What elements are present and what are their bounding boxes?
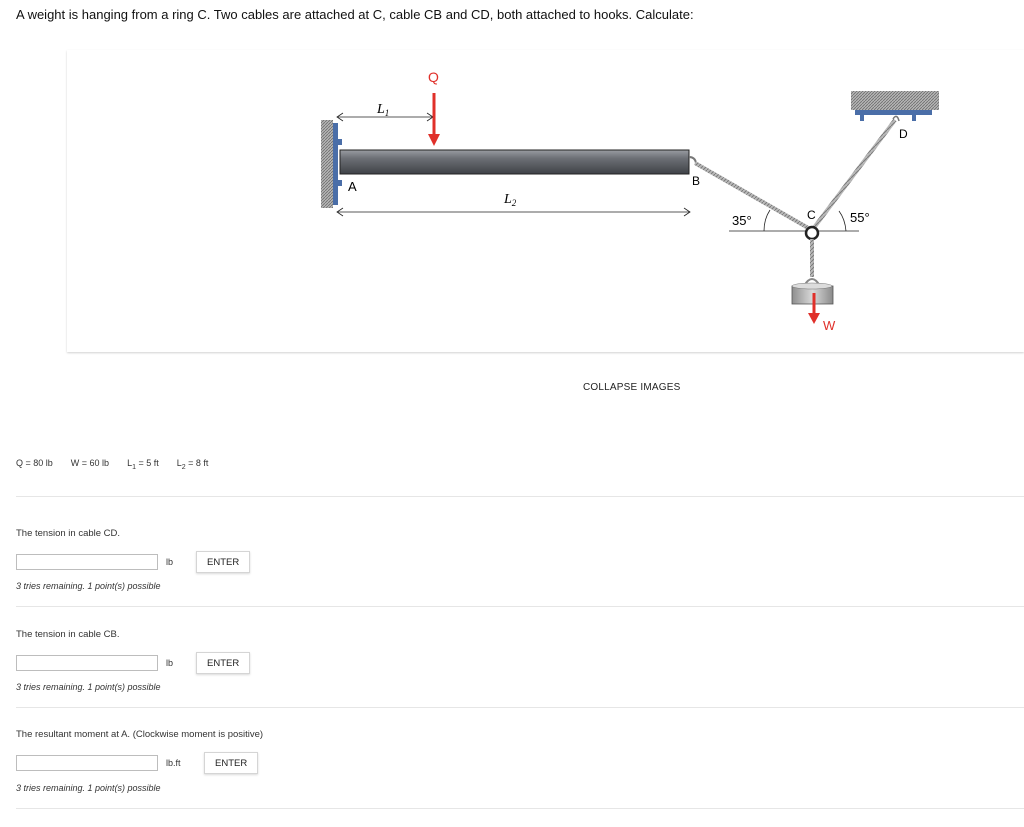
enter-button-tension-cb[interactable]: ENTER [196,652,251,674]
point-label-d: D [899,127,908,141]
dimension-label-l2: L2 [503,192,517,208]
question-tension-cb: The tension in cable CB. [16,629,120,640]
enter-button-moment-a[interactable]: ENTER [204,752,259,774]
angle-label-35: 35° [732,213,752,228]
point-label-c: C [807,208,816,222]
answer-row-tension-cb: lb ENTER [16,652,251,674]
force-label-w: W [823,318,836,333]
beam [339,149,690,175]
beam-cable-diagram: L1 Q A L2 B D 35° 55° C [321,69,939,333]
question-tension-cd: The tension in cable CD. [16,528,121,539]
wall-plate [333,123,338,205]
unit-label: lb [166,557,174,567]
point-label-b: B [692,174,700,188]
tries-remaining: 3 tries remaining. 1 point(s) possible [16,581,161,591]
problem-statement: A weight is hanging from a ring C. Two c… [16,7,694,22]
answer-row-tension-cd: lb ENTER [16,551,251,573]
tries-remaining: 3 tries remaining. 1 point(s) possible [16,682,161,692]
answer-input-moment-a[interactable] [16,755,158,771]
ceiling-support [851,91,939,110]
given-l1: L1 = 5 ft [127,458,159,471]
point-label-a: A [348,179,357,194]
enter-button-tension-cd[interactable]: ENTER [196,551,251,573]
answer-input-tension-cb[interactable] [16,655,158,671]
divider [16,707,1024,708]
angle-label-55: 55° [850,210,870,225]
unit-label: lb [166,658,174,668]
divider [16,808,1024,809]
ring-c [804,225,820,241]
divider [16,606,1024,607]
force-arrow-q [428,134,440,146]
question-moment-a: The resultant moment at A. (Clockwise mo… [16,729,264,740]
problem-figure: L1 Q A L2 B D 35° 55° C [67,50,1024,352]
force-label-q: Q [428,69,439,85]
cable-cb [694,161,811,231]
wall-support [321,120,333,208]
answer-row-moment-a: lb.ft ENTER [16,752,259,774]
given-w: W = 60 lb [70,458,110,468]
answer-input-tension-cd[interactable] [16,554,158,570]
given-q: Q = 80 lb [16,458,53,468]
cable-cd [811,118,897,231]
unit-label: lb.ft [166,758,181,768]
dimension-label-l1: L1 [376,102,389,118]
divider [16,496,1024,497]
given-l2: L2 = 8 ft [176,458,209,471]
tries-remaining: 3 tries remaining. 1 point(s) possible [16,783,161,793]
given-values: Q = 80 lb W = 60 lb L1 = 5 ft L2 = 8 ft [16,458,208,471]
force-arrow-w [808,313,820,324]
collapse-images-link[interactable]: COLLAPSE IMAGES [583,382,681,393]
